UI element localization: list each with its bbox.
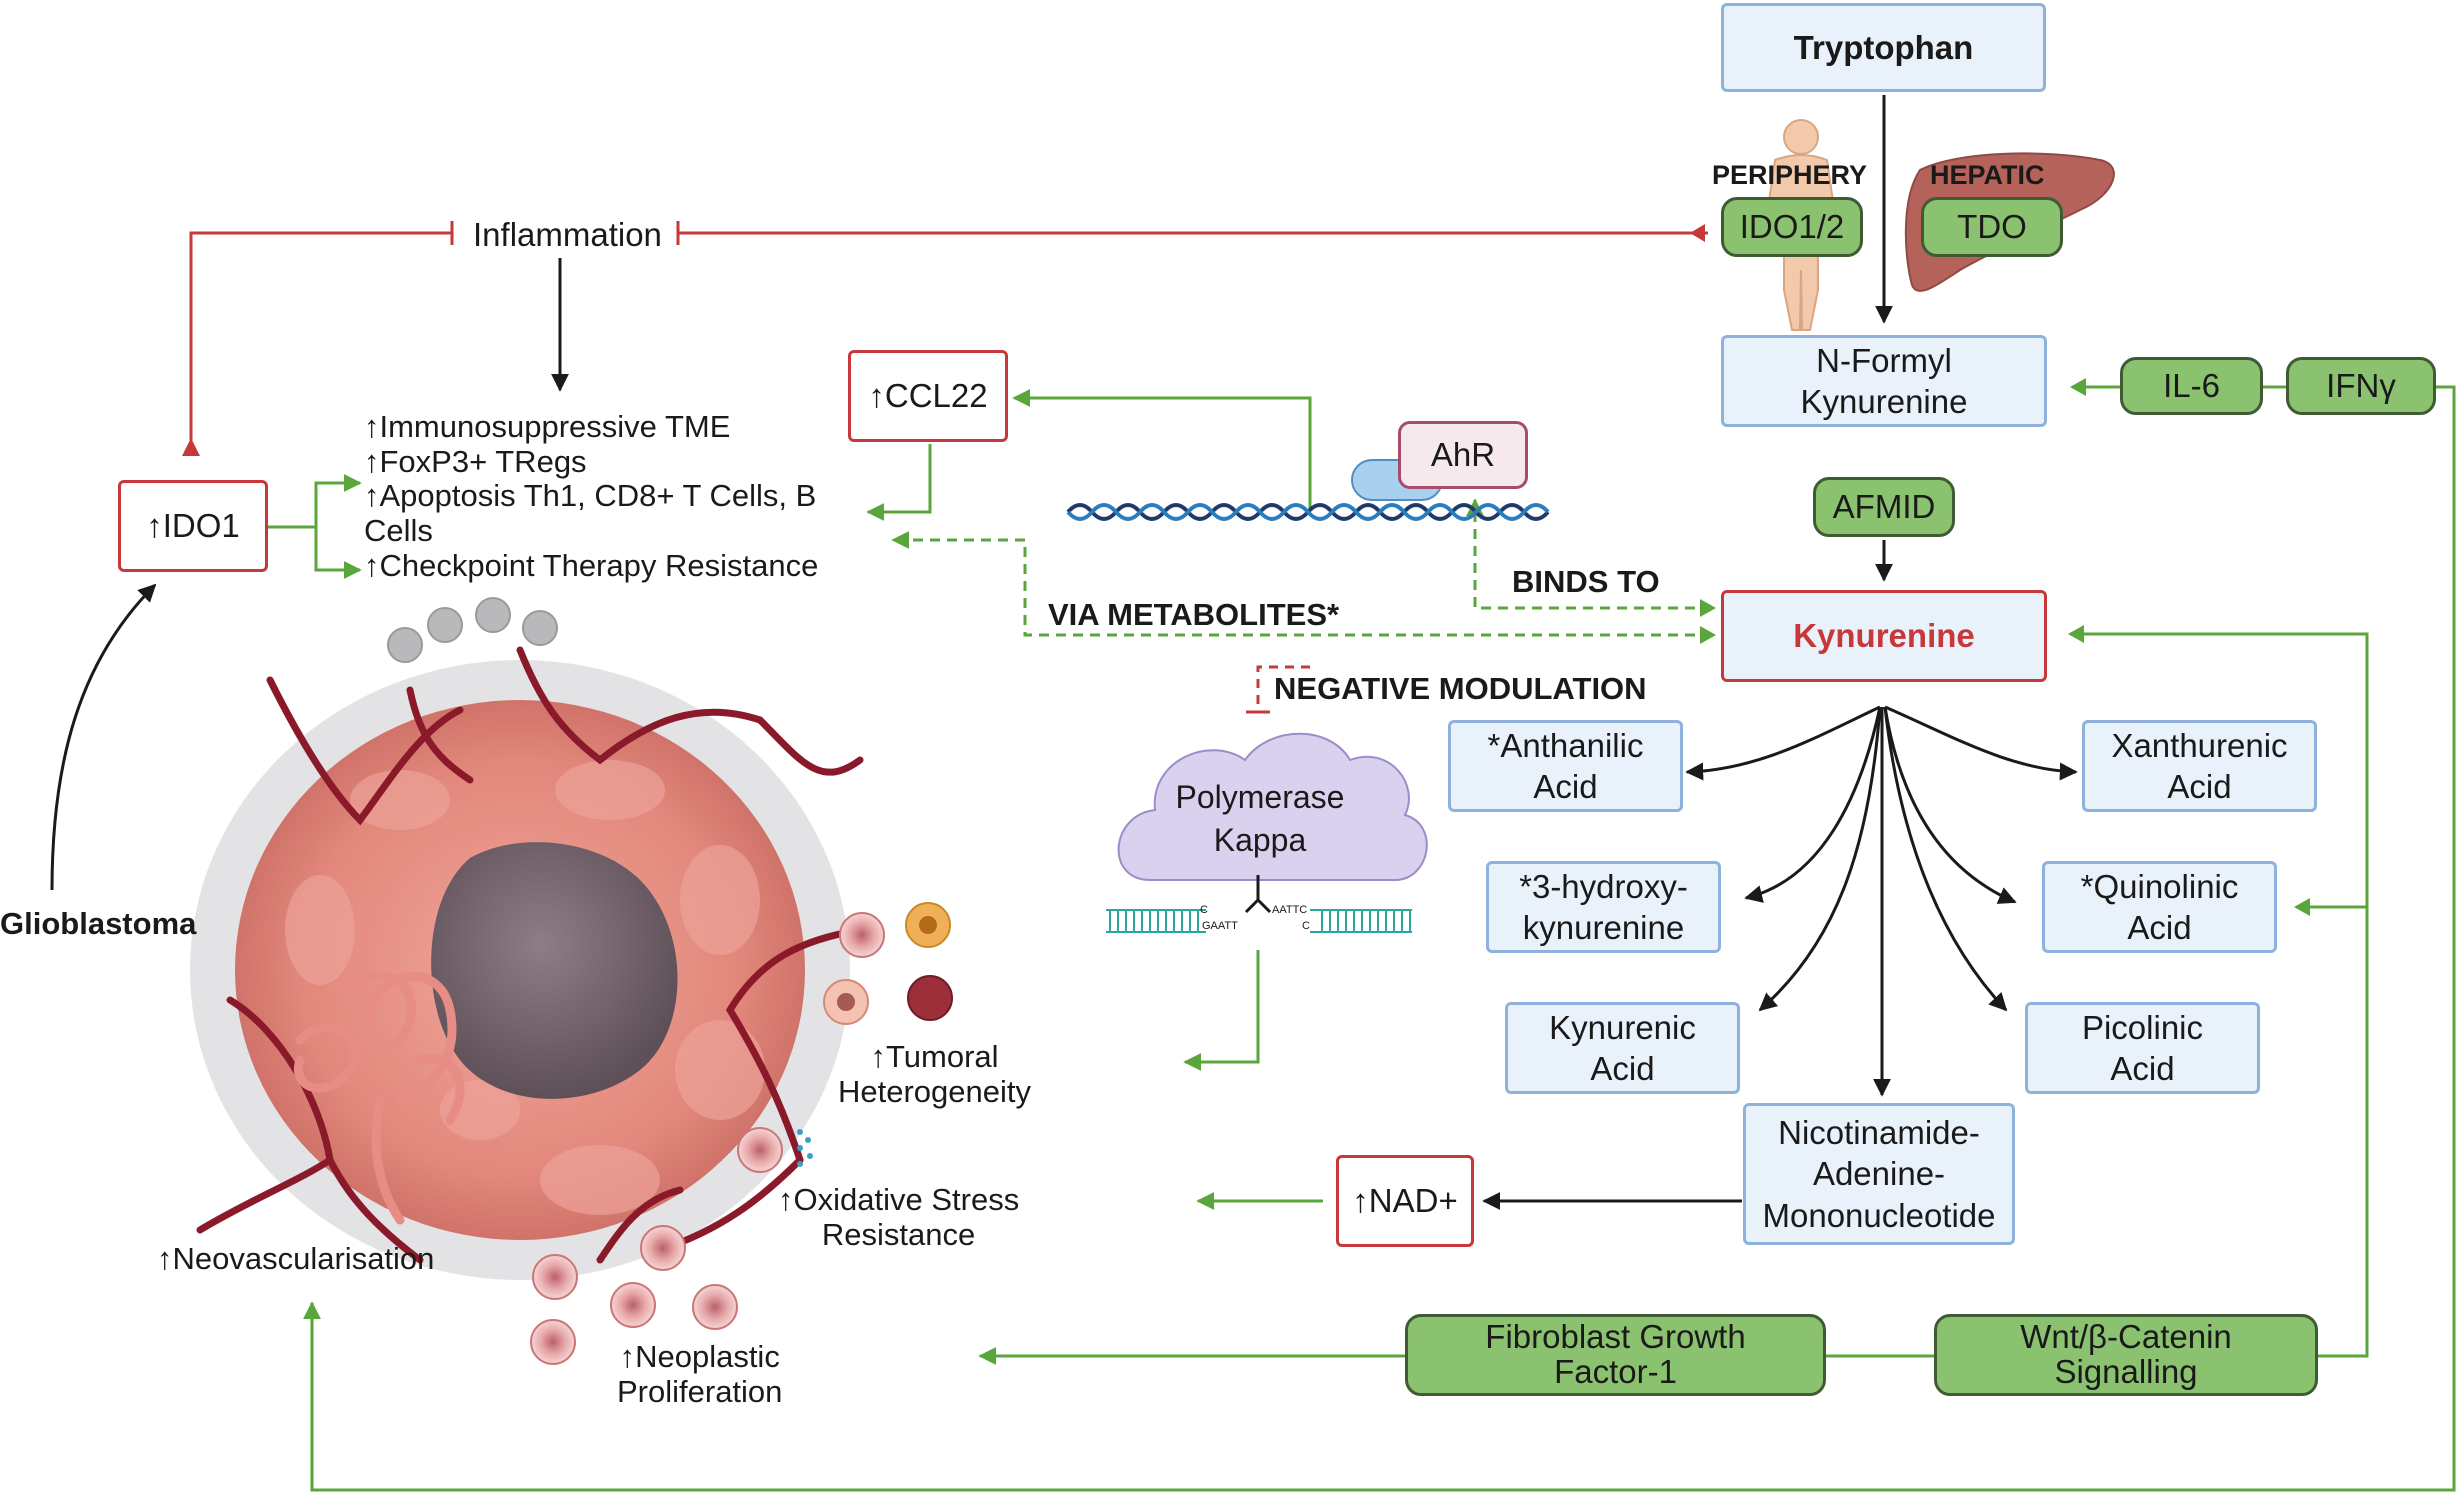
ifng-box: IFNγ xyxy=(2286,357,2436,415)
glioblastoma-illustration xyxy=(190,597,864,1280)
dna-label-right-top: AATTC xyxy=(1272,904,1308,916)
nmn-box: Nicotinamide- Adenine- Mononucleotide xyxy=(1743,1103,2015,1245)
inhibit-ido1-to-inflammation xyxy=(189,231,452,447)
binds-to-label: BINDS TO xyxy=(1512,564,1660,599)
xanthurenic-acid-box: Xanthurenic Acid xyxy=(2082,720,2317,812)
kynurenine-box: Kynurenine xyxy=(1721,590,2047,682)
dna-label-right-bottom: C xyxy=(1302,920,1310,932)
kynurenine-fan-arrows xyxy=(1685,705,2078,1097)
quinolinic-acid-box: *Quinolinic Acid xyxy=(2042,861,2277,953)
immune-effects-list: ↑Immunosuppressive TME ↑FoxP3+ TRegs ↑Ap… xyxy=(364,409,884,584)
dna-helix-icon xyxy=(1066,503,1550,521)
ido12-enzyme: IDO1/2 xyxy=(1721,197,1863,257)
picolinic-acid-box: Picolinic Acid xyxy=(2025,1002,2260,1094)
oxidative-stress-label: ↑Oxidative Stress Resistance xyxy=(778,1182,1020,1252)
neoplastic-proliferation-label: ↑Neoplastic Proliferation xyxy=(617,1339,783,1409)
tryptophan-box: Tryptophan xyxy=(1721,3,2046,92)
tdo-enzyme: TDO xyxy=(1921,197,2063,257)
neovascularisation-label: ↑Neovascularisation xyxy=(157,1241,435,1276)
glioblastoma-label: Glioblastoma xyxy=(0,906,197,941)
il6-box: IL-6 xyxy=(2120,357,2263,415)
dna-strand-icon xyxy=(1106,909,1412,933)
ahr-receptor: AhR xyxy=(1398,421,1528,489)
hydroxykynurenine-box: *3-hydroxy- kynurenine xyxy=(1486,861,1721,953)
anthranilic-acid-box: *Anthanilic Acid xyxy=(1448,720,1683,812)
wnt-catenin-box: Wnt/β-Catenin Signalling xyxy=(1934,1314,2318,1396)
negative-modulation-label: NEGATIVE MODULATION xyxy=(1274,671,1647,706)
arrow-glioblastoma-to-ido1 xyxy=(50,583,157,891)
tumour-cell-icon xyxy=(530,902,953,1365)
conversion-arrows xyxy=(50,95,2078,1210)
inflammation-label: Inflammation xyxy=(473,216,662,253)
immune-effect-item: ↑Immunosuppressive TME xyxy=(364,409,731,444)
periphery-label: PERIPHERY xyxy=(1712,160,1868,190)
ido1-box: ↑IDO1 xyxy=(118,480,268,572)
polymerase-icon xyxy=(1117,732,1428,881)
inhibition-lines xyxy=(182,221,1708,714)
kynurenic-acid-box: Kynurenic Acid xyxy=(1505,1002,1740,1094)
activation-lines xyxy=(268,378,2456,1492)
immune-effect-item: ↑Checkpoint Therapy Resistance xyxy=(364,547,819,583)
ccl22-box: ↑CCL22 xyxy=(848,350,1008,442)
immune-effect-item: ↑Apoptosis Th1, CD8+ T Cells, B Cells xyxy=(364,478,817,549)
tumoral-heterogeneity-label: ↑Tumoral Heterogeneity xyxy=(838,1039,1032,1109)
via-metabolites-label: VIA METABOLITES* xyxy=(1048,597,1340,632)
polymerase-label: Polymerase Kappa xyxy=(1175,779,1345,859)
dna-label-left-top: C xyxy=(1200,904,1208,916)
nad-box: ↑NAD+ xyxy=(1336,1155,1474,1247)
hepatic-label: HEPATIC xyxy=(1930,160,2045,190)
negative-modulation-line xyxy=(1256,665,1310,712)
afmid-enzyme: AFMID xyxy=(1813,477,1955,537)
immune-effect-item: ↑FoxP3+ TRegs xyxy=(364,443,587,479)
dna-label-left-bottom: GAATT xyxy=(1202,920,1238,932)
fgf1-box: Fibroblast Growth Factor-1 xyxy=(1405,1314,1826,1396)
n-formyl-kynurenine-box: N-Formyl Kynurenine xyxy=(1721,335,2047,427)
